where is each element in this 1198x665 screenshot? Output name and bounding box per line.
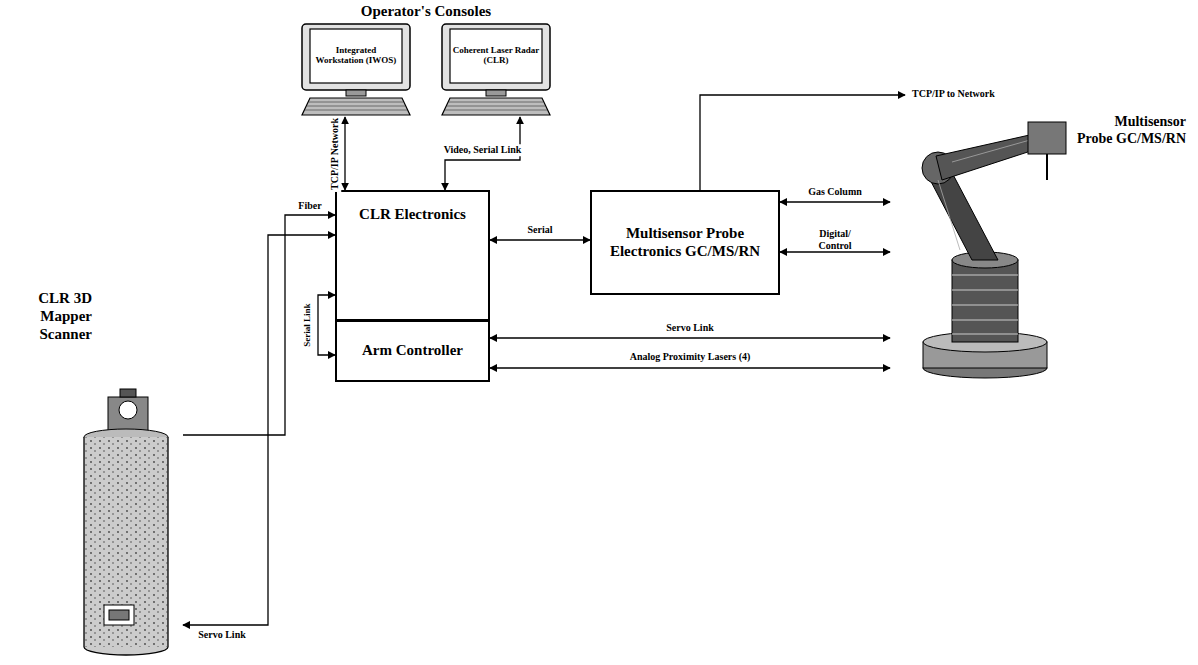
wire-label: TCP/IP to Network: [912, 88, 995, 99]
console-monitor-drawing: [442, 98, 550, 115]
edge-label: Analog Proximity Lasers (4): [628, 351, 753, 363]
probe-arm-drawing: [1046, 154, 1048, 180]
mapper-scanner-drawing: [104, 605, 134, 625]
connector: [318, 295, 335, 355]
node-text: CLR Electronics: [359, 206, 466, 223]
connector: [490, 337, 890, 338]
electronics-box: Multisensor Probe Electronics GC/MS/RN: [590, 190, 780, 295]
node-text: Arm Controller: [362, 342, 463, 359]
probe-arm-drawing: [952, 275, 1018, 276]
console-monitor-drawing: [309, 102, 403, 103]
console-monitor-drawing: [445, 110, 547, 111]
probe-arm: Multisensor Probe GC/MS/RN: [890, 110, 1190, 380]
console-monitor-drawing: [486, 90, 506, 96]
console-monitor-drawing: [305, 102, 407, 110]
probe-arm-drawing: [952, 260, 1018, 342]
console-monitor-drawing: [300, 22, 412, 117]
console-monitor-drawing: [447, 106, 545, 107]
probe-arm-drawing: [938, 180, 960, 250]
controller-box: Arm Controller: [335, 320, 490, 382]
console-monitor-drawing: [302, 98, 410, 115]
node-text: Integrated Workstation (IWOS): [312, 31, 400, 81]
network-wire: [700, 95, 905, 190]
console-monitor: Integrated Workstation (IWOS): [300, 22, 412, 117]
connector: [183, 215, 335, 435]
network-wire: [700, 95, 905, 190]
connector: [490, 239, 590, 240]
probe-arm-drawing: [952, 275, 1018, 334]
console-monitor-drawing: [445, 102, 547, 110]
edge-label: Digital/ Control: [811, 228, 859, 251]
console-monitor-drawing: [449, 102, 543, 103]
mapper-scanner-drawing: [8, 285, 183, 657]
connector: [344, 117, 345, 190]
console-monitor-drawing: [307, 106, 405, 107]
edge-label: Serial Link: [302, 301, 312, 348]
mapper-scanner: CLR 3D Mapper Scanner: [8, 285, 183, 657]
electronics-box: CLR Electronics: [335, 190, 490, 321]
console-monitor-drawing: [440, 22, 552, 117]
connector: [780, 201, 890, 202]
probe-arm-drawing: [1028, 122, 1066, 154]
mapper-scanner-drawing: [109, 610, 129, 620]
connector: [490, 367, 890, 368]
edge-label: Servo Link: [196, 629, 248, 641]
mapper-scanner-drawing: [119, 401, 137, 419]
probe-arm-drawing: [952, 320, 1018, 321]
mapper-scanner-drawing: [84, 437, 168, 647]
edge-label: Gas Column: [806, 186, 864, 198]
probe-arm-drawing: [890, 110, 1070, 380]
mapper-scanner-drawing: [84, 437, 168, 655]
edge-label: Servo Link: [664, 322, 716, 334]
connector: [780, 251, 890, 252]
edge-label: TCP/IP Network: [329, 116, 341, 192]
edge-label: Serial: [526, 224, 555, 236]
console-monitor-drawing: [442, 24, 550, 90]
node-text: Coherent Laser Radar (CLR): [452, 31, 540, 81]
node-text: Multisensor Probe Electronics GC/MS/RN: [600, 225, 770, 260]
probe-arm-drawing: [952, 334, 1018, 335]
connector: [183, 235, 335, 625]
console-monitor: Coherent Laser Radar (CLR): [440, 22, 552, 117]
console-monitor-drawing: [346, 90, 366, 96]
group-heading: Operator's Consoles: [361, 3, 491, 20]
probe-arm-drawing: [936, 134, 1040, 180]
probe-arm-drawing: [952, 290, 1018, 291]
mapper-scanner-drawing: [120, 389, 136, 397]
console-monitor-drawing: [310, 29, 402, 83]
console-monitor-drawing: [305, 110, 407, 111]
edge-label: Video, Serial Link: [442, 144, 524, 156]
console-monitor-drawing: [302, 24, 410, 90]
node-text: CLR 3D Mapper Scanner: [10, 289, 92, 343]
probe-arm-drawing: [938, 140, 1030, 250]
edge-label: Fiber: [296, 200, 323, 212]
probe-arm-drawing: [952, 305, 1018, 306]
console-monitor-drawing: [450, 29, 542, 83]
probe-arm-drawing: [952, 140, 1030, 162]
node-text: Multisensor Probe GC/MS/RN: [1076, 114, 1186, 148]
